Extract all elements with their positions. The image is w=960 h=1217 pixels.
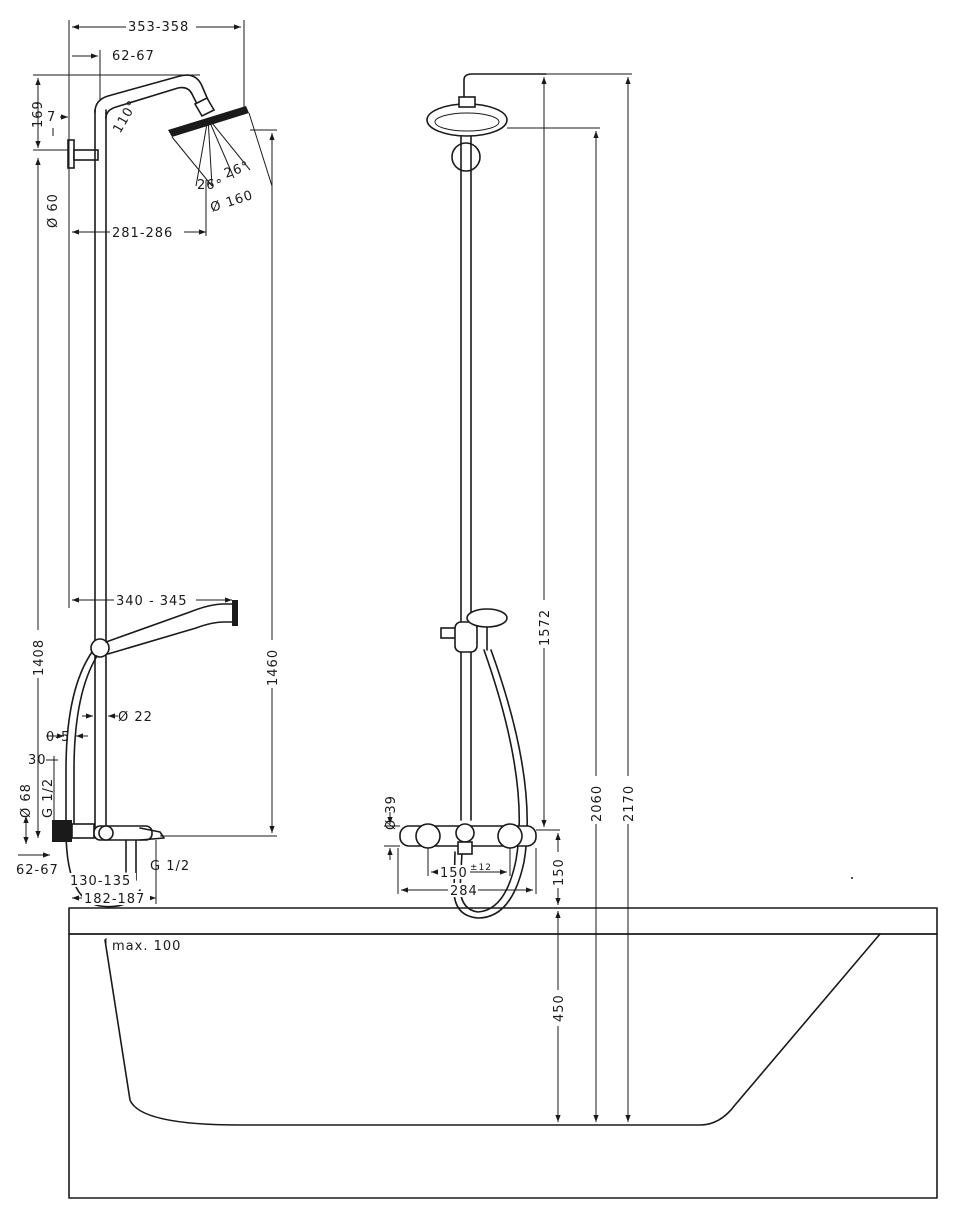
overhead-arm-outer <box>94 74 209 113</box>
label-169: 169 <box>31 100 46 128</box>
thermostat-front-knob-right <box>497 823 523 849</box>
hand-shower-head <box>232 600 238 626</box>
label-2170: 2170 <box>622 785 637 822</box>
hand-shower-handle <box>105 603 235 655</box>
front-view <box>384 73 853 1126</box>
overhead-shower-head <box>168 96 273 187</box>
bathtub <box>68 907 938 1199</box>
label-g-half-bottom: G 1/2 <box>150 859 190 874</box>
label-110: 110° <box>110 98 141 136</box>
label-340-345: 340 - 345 <box>116 594 188 609</box>
label-dia-68: Ø 68 <box>19 783 34 818</box>
slider-front <box>454 621 478 653</box>
slider-knob <box>90 638 110 658</box>
bath-spout <box>139 827 165 841</box>
label-1408: 1408 <box>32 639 47 676</box>
label-g-half-left: G 1/2 <box>41 778 56 818</box>
label-30: 30 <box>28 753 47 768</box>
hand-shower-front <box>466 608 508 628</box>
label-353-358: 353-358 <box>128 20 189 35</box>
shower-hose-outer <box>65 651 93 831</box>
label-dia-22: Ø 22 <box>118 710 153 725</box>
eccentric <box>71 823 95 839</box>
thermostat-front-knob-left <box>415 823 441 849</box>
label-7: 7 <box>47 110 56 125</box>
shower-hose-inner <box>73 655 98 827</box>
label-dia-39: Ø 39 <box>384 795 399 830</box>
label-284: 284 <box>450 884 478 899</box>
thermostat-knob <box>98 825 114 841</box>
ball-joint <box>458 96 476 108</box>
label-dia-60: Ø 60 <box>46 193 61 228</box>
overhead-arm-inner <box>105 86 199 119</box>
wall-bracket-front <box>451 142 481 172</box>
stray-dot <box>851 877 853 879</box>
label-tol-12: ±12 <box>470 863 492 873</box>
label-150-horizontal: 150 <box>440 866 468 881</box>
label-0-5: 0-5 <box>46 730 70 745</box>
label-62-67-top: 62-67 <box>112 49 155 64</box>
label-1572: 1572 <box>538 609 553 646</box>
label-62-67-bottom: 62-67 <box>16 863 59 878</box>
label-150-vertical: 150 <box>552 858 567 886</box>
top-arm-front <box>463 73 547 99</box>
spout-front <box>457 841 473 855</box>
hose-front-inner <box>453 649 528 919</box>
side-view <box>18 20 277 944</box>
wall-connector <box>52 820 72 842</box>
label-1460: 1460 <box>266 649 281 686</box>
label-2060: 2060 <box>590 785 605 822</box>
bathtub-body <box>68 933 938 1199</box>
label-130-135: 130-135 <box>70 874 131 889</box>
bathtub-rim <box>68 907 938 935</box>
label-450: 450 <box>552 994 567 1022</box>
bathtub-inner-contour <box>104 933 881 1126</box>
hose-front-outer <box>459 649 520 913</box>
label-26a: 26° <box>197 178 223 193</box>
label-281-286: 281-286 <box>112 226 173 241</box>
shower-head-nozzles <box>434 112 500 132</box>
thermostat-front-center <box>455 823 475 843</box>
label-182-187: 182-187 <box>84 892 145 907</box>
label-max-100: max. 100 <box>112 939 181 954</box>
wall-bracket-arm <box>73 149 99 161</box>
